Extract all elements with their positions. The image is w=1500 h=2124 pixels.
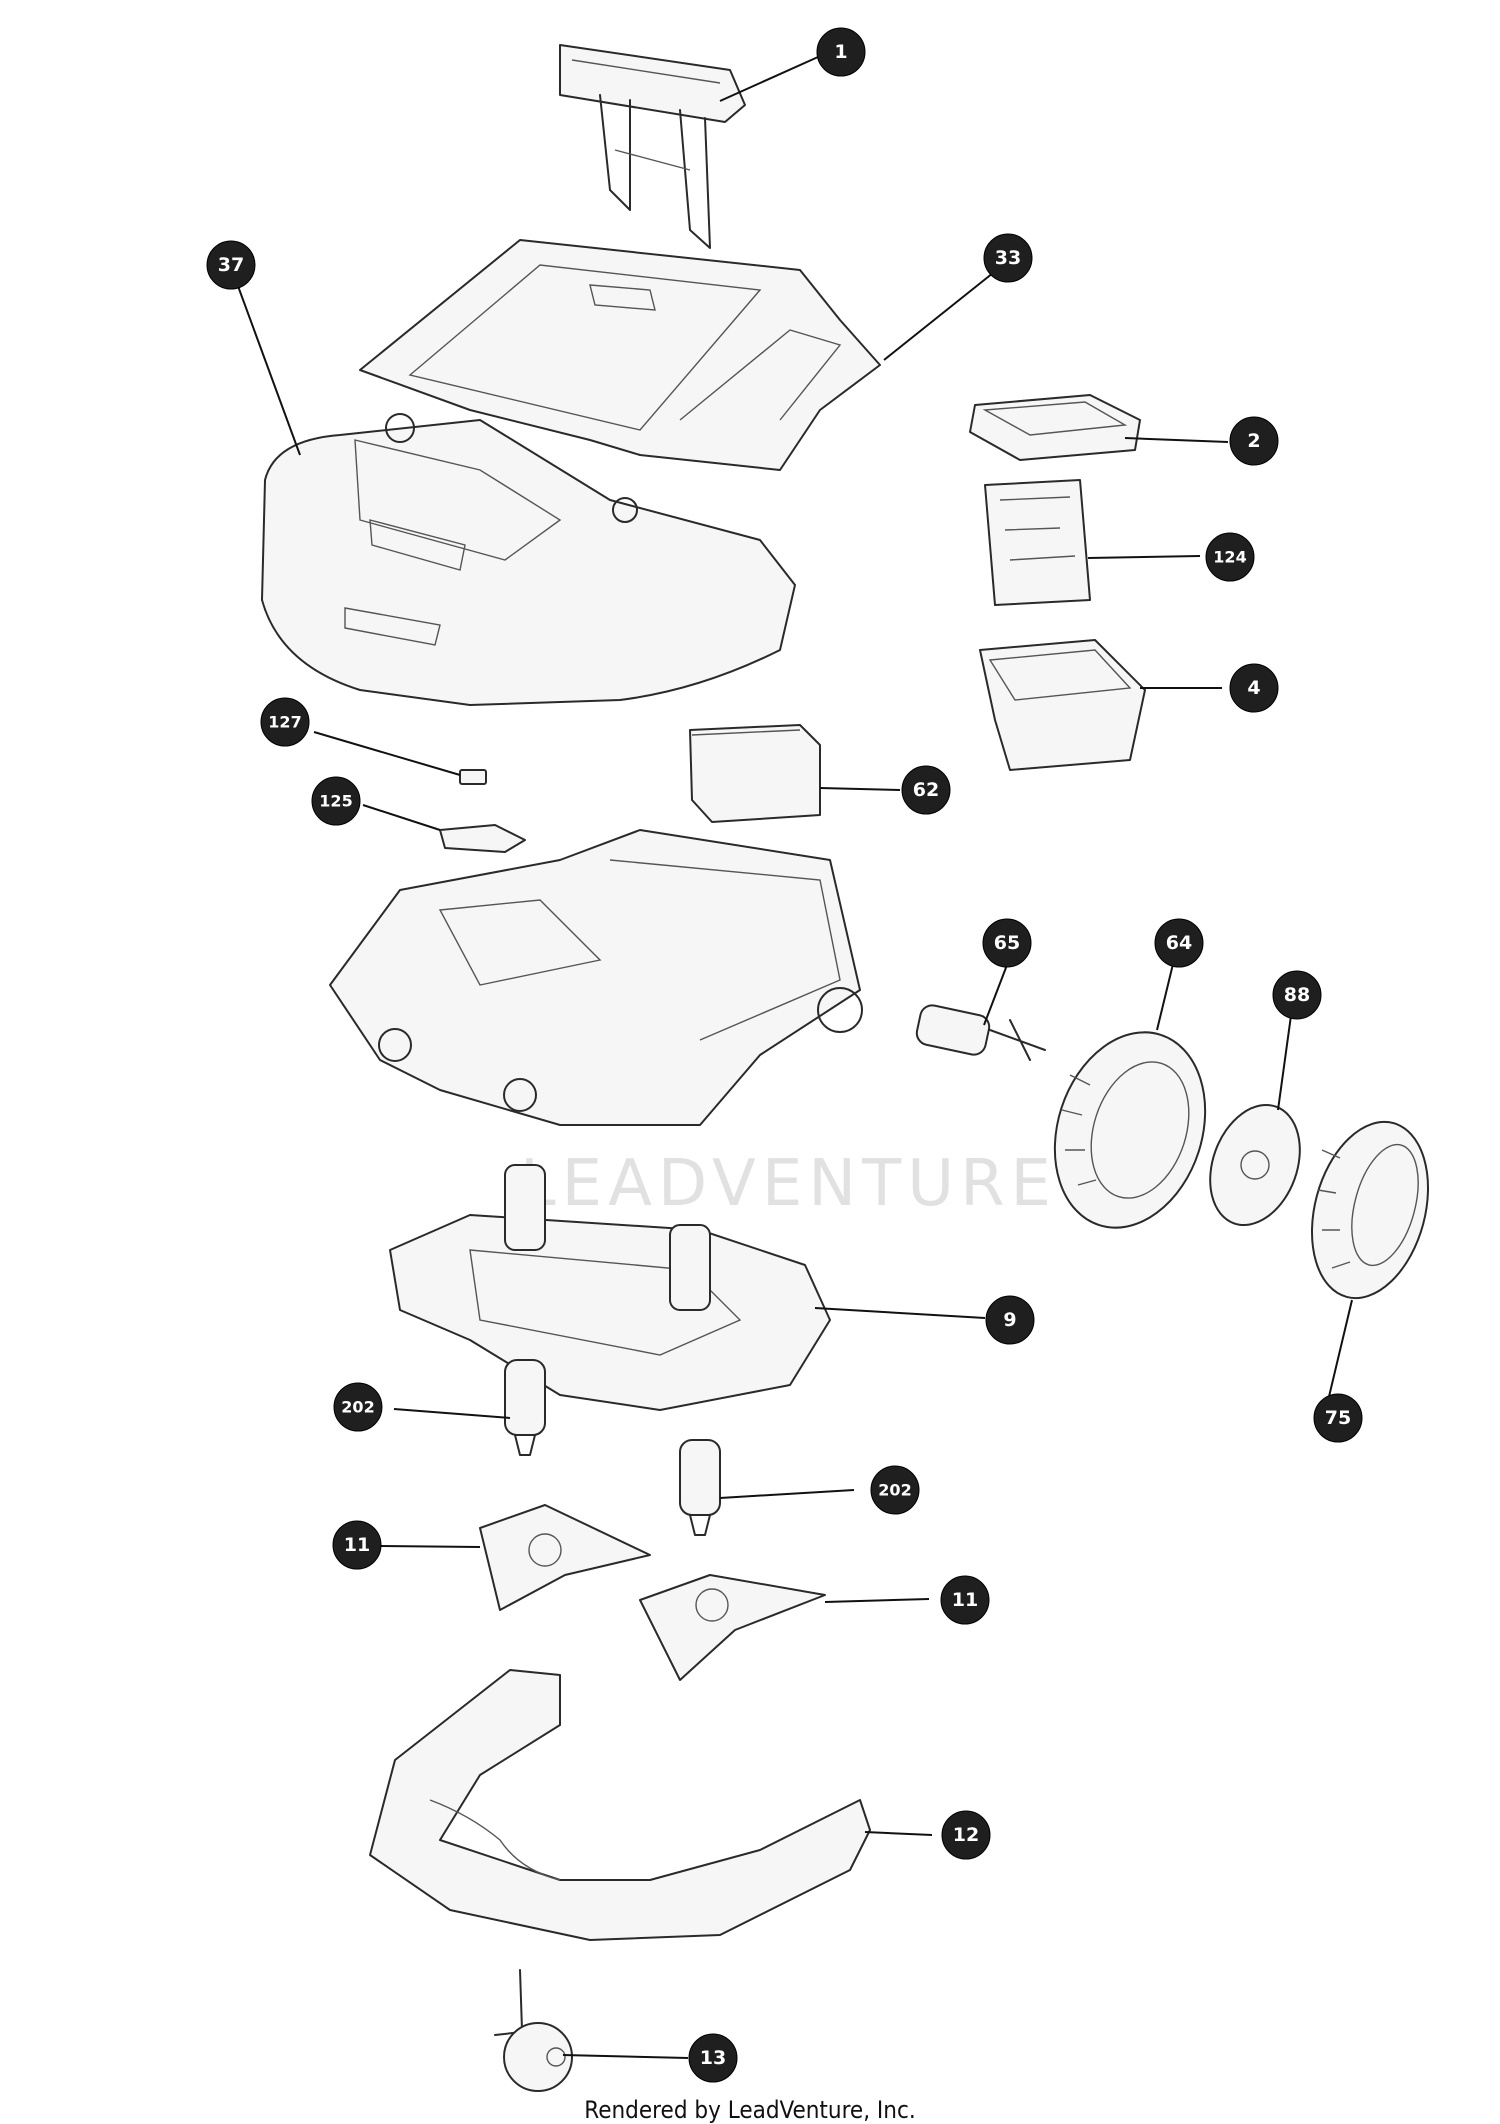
callout-label: 127	[268, 713, 301, 732]
callout-label: 2	[1247, 430, 1260, 452]
callout-label: 12	[953, 1824, 979, 1846]
callout-label: 88	[1284, 984, 1310, 1006]
callout-label: 33	[995, 247, 1021, 269]
callout-13[interactable]: 13	[688, 2033, 738, 2083]
callout-125[interactable]: 125	[311, 776, 361, 826]
callout-62[interactable]: 62	[901, 765, 951, 815]
part-33-top-cover	[359, 239, 881, 471]
part-202-blade-motor-left	[504, 1359, 546, 1456]
part-37-body-shell	[261, 413, 796, 706]
callout-64[interactable]: 64	[1154, 918, 1204, 968]
callout-label: 65	[994, 932, 1020, 954]
callout-88[interactable]: 88	[1272, 970, 1322, 1020]
callout-2[interactable]: 2	[1229, 416, 1279, 466]
callout-202-left[interactable]: 202	[333, 1382, 383, 1432]
part-11-blade-disc-right	[639, 1574, 826, 1681]
callout-202-right[interactable]: 202	[870, 1465, 920, 1515]
callout-label: 11	[952, 1589, 978, 1611]
callout-12[interactable]: 12	[941, 1810, 991, 1860]
part-2-cover-plate	[969, 394, 1141, 461]
callout-label: 75	[1325, 1407, 1351, 1429]
footer-credit: Rendered by LeadVenture, Inc.	[584, 2096, 916, 2124]
callout-label: 13	[700, 2047, 726, 2069]
part-12-bumper-guard	[369, 1669, 871, 1941]
callout-33[interactable]: 33	[983, 233, 1033, 283]
callout-label: 202	[341, 1398, 374, 1417]
callout-127[interactable]: 127	[260, 697, 310, 747]
part-9-cutting-deck	[389, 1164, 831, 1411]
callout-label: 1	[834, 41, 847, 63]
callout-4[interactable]: 4	[1229, 663, 1279, 713]
part-75-wheel-tread	[1310, 1120, 1430, 1300]
callout-label: 9	[1003, 1309, 1016, 1331]
part-11-blade-disc-left	[479, 1504, 651, 1611]
callout-1[interactable]: 1	[816, 27, 866, 77]
part-13-caster-wheel	[494, 1969, 573, 2092]
leader-lines	[230, 56, 1353, 2059]
callout-37[interactable]: 37	[206, 240, 256, 290]
callout-label: 64	[1166, 932, 1192, 954]
callout-label: 11	[344, 1534, 370, 1556]
callout-label: 62	[913, 779, 939, 801]
part-124-circuit-board	[984, 479, 1091, 606]
callout-label: 202	[878, 1481, 911, 1500]
callout-124[interactable]: 124	[1205, 532, 1255, 582]
part-127-clip	[459, 769, 487, 785]
watermark-text: LEADVENTURE	[520, 1147, 1057, 1221]
part-125-switch	[439, 824, 526, 853]
callout-label: 124	[1213, 548, 1246, 567]
part-88-hub-cap	[1209, 1103, 1301, 1227]
callout-11-left[interactable]: 11	[332, 1520, 382, 1570]
callout-label: 125	[319, 792, 352, 811]
part-4-battery-housing	[979, 639, 1146, 771]
callout-label: 4	[1247, 677, 1260, 699]
callout-11-right[interactable]: 11	[940, 1575, 990, 1625]
callout-75[interactable]: 75	[1313, 1393, 1363, 1443]
part-65-wheel-motor	[915, 1004, 1046, 1061]
part-62-battery-pack	[689, 724, 821, 823]
callout-9[interactable]: 9	[985, 1295, 1035, 1345]
part-202-blade-motor-right	[679, 1439, 721, 1536]
callout-65[interactable]: 65	[982, 918, 1032, 968]
part-64-drive-wheel	[1053, 1031, 1207, 1229]
callout-label: 37	[218, 254, 244, 276]
part-1-carry-handle	[559, 44, 746, 249]
part-chassis-frame	[329, 829, 863, 1126]
